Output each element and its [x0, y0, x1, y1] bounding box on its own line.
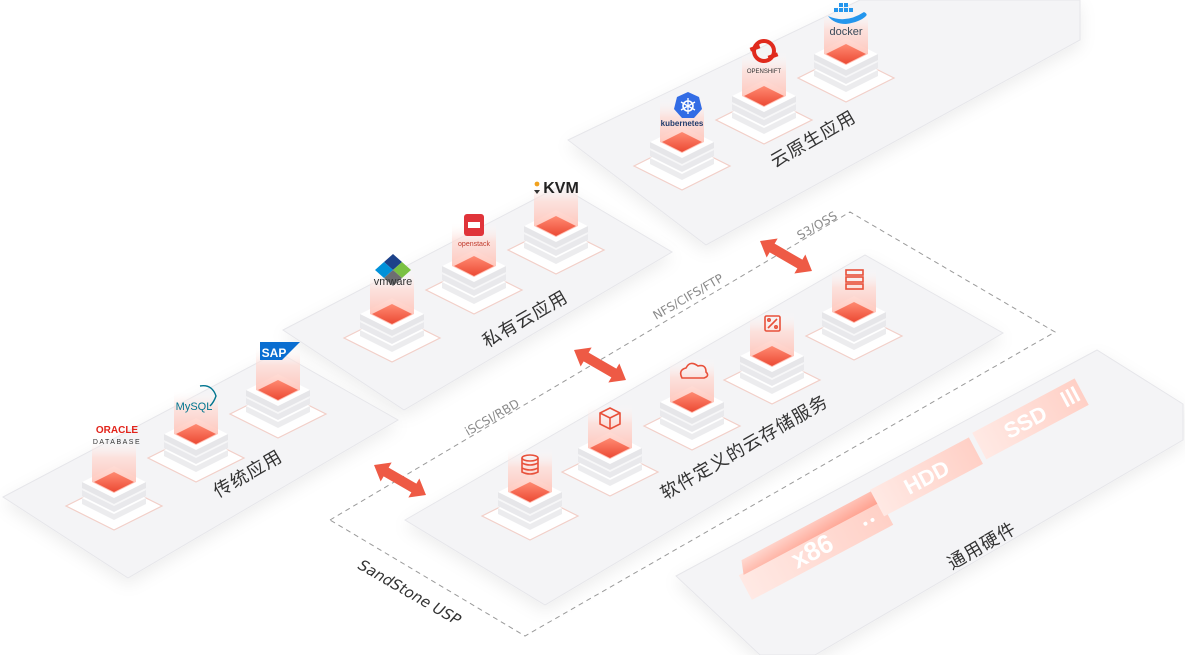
cloud-icon: [679, 362, 709, 379]
openstack-icon: [464, 214, 484, 236]
kvm-icon: [534, 181, 540, 194]
sap-logo-text: SAP: [262, 346, 287, 360]
percent-box-icon: [764, 315, 781, 332]
cube-icon: [599, 407, 621, 430]
kvm-logo-text: KVM: [543, 180, 579, 197]
protocol-label-file: NFS/CIFS/FTP: [651, 271, 726, 323]
hardware-platform: [675, 349, 1184, 655]
server-icon: [845, 269, 864, 290]
vmware-logo-text: vmware: [374, 276, 413, 288]
kubernetes-logo-text: kubernetes: [661, 119, 704, 128]
openshift-icon: [749, 39, 779, 63]
sap-icon: [260, 342, 300, 360]
protocol-label-object: S3/OSS: [795, 208, 840, 242]
file-protocol-arrow: [568, 340, 632, 390]
docker-logo-text: docker: [829, 26, 862, 38]
mysql-icon: [199, 385, 217, 407]
block-protocol-arrow: [368, 455, 432, 505]
docker-icon: [828, 3, 867, 24]
openshift-logo-text: OPENSHIFT: [747, 69, 782, 75]
oracle-database-text: DATABASE: [93, 439, 141, 446]
database-icon: [521, 454, 539, 475]
oracle-logo-text: ORACLE: [96, 425, 139, 436]
usp-boundary: [329, 211, 1056, 637]
kubernetes-icon: [674, 92, 702, 118]
object-protocol-arrow: [754, 231, 818, 281]
cloud-native-platform: [567, 0, 1081, 246]
mysql-logo-text: MySQL: [176, 401, 213, 413]
openstack-logo-text: openstack: [458, 241, 490, 248]
protocol-label-block: iSCSI/RBD: [463, 396, 522, 438]
vmware-icon: [375, 254, 411, 286]
